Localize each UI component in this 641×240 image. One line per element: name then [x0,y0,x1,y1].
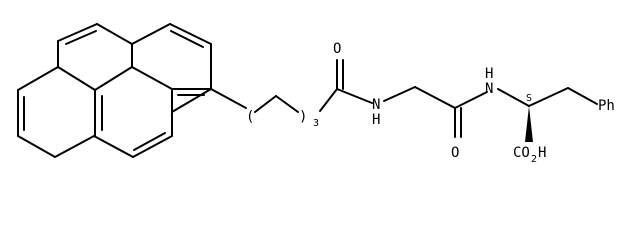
paren-open: ( [246,109,254,125]
carbonyl-oxygen-1: O [333,41,341,57]
bond [17,135,56,158]
bond [336,88,373,104]
phenylalanine-residue: S Ph CO 2 H [513,87,615,165]
bond [275,95,299,113]
double-bond [133,132,166,151]
bond [567,87,598,105]
bond [131,23,171,45]
bond [132,135,173,158]
bond [93,135,134,158]
chemical-structure: ( ) 3 O N H O N H S Ph CO 2 H [17,23,615,165]
double-bond [170,30,204,48]
bond [169,23,212,45]
carbonyl-oxygen-2: O [451,145,459,161]
bond [57,66,96,91]
alkyl-linker: ( ) 3 [210,88,338,129]
structure-canvas: ( ) 3 O N H O N H S Ph CO 2 H [17,23,615,165]
bond [54,135,95,158]
pyrene-ring-system [17,23,212,158]
bond [171,88,212,113]
bond [131,66,173,90]
bond [96,23,133,45]
repeat-count: 3 [313,118,319,129]
amide-group-1: O N H [333,41,456,128]
wedge-bond [525,106,533,142]
double-bond [65,30,97,45]
bond [254,95,277,113]
bond [210,88,247,109]
bond [94,66,133,91]
phenyl-label: Ph [598,98,615,114]
stereo-descriptor: S [526,93,532,104]
amide-n-2: N [485,81,493,97]
bond [454,91,488,109]
amide-h-2: H [485,66,493,82]
bond [319,88,338,112]
bond [383,86,416,102]
bond [414,86,456,109]
amide-h-1: H [372,112,380,128]
bond [17,66,59,91]
carboxyl-subscript: 2 [531,154,537,165]
bond [497,88,530,107]
amide-n-1: N [372,97,380,113]
paren-close: ) [299,109,307,125]
bond [528,87,569,107]
carboxyl-h: H [538,145,546,161]
amide-group-2: O N H [451,66,530,161]
bond [57,23,98,42]
carboxyl-label: CO [513,145,530,161]
